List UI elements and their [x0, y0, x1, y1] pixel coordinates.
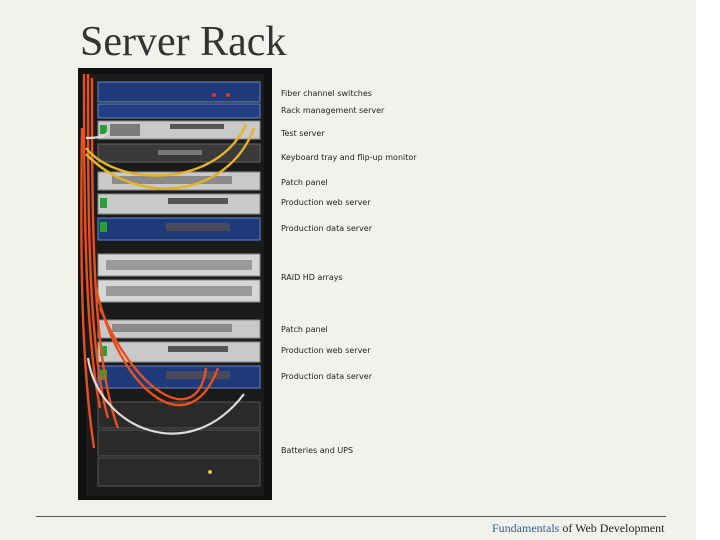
switch-led-2: [226, 93, 230, 97]
fiber-channel-switches: [97, 81, 261, 103]
data-server-top-ports: [166, 223, 230, 231]
yellow-cables: [85, 123, 256, 190]
keyboard-tray-handle: [158, 150, 202, 155]
label-patch-panel-top: Patch panel: [281, 178, 328, 187]
label-rack-management-server: Rack management server: [281, 106, 385, 115]
test-server-green-port: [100, 125, 107, 134]
switch-led-1: [212, 93, 216, 97]
test-server-port-row: [170, 124, 224, 129]
label-patch-panel-bottom: Patch panel: [281, 325, 328, 334]
web-server-bottom-ports: [168, 346, 228, 352]
label-batteries-and-ups: Batteries and UPS: [281, 446, 354, 455]
white-cables: [85, 131, 245, 435]
data-server-bottom-ports: [166, 371, 230, 379]
label-fiber-channel-switches: Fiber channel switches: [281, 89, 372, 98]
label-production-web-server-top: Production web server: [281, 198, 371, 207]
label-test-server: Test server: [281, 129, 325, 138]
label-keyboard-tray: Keyboard tray and flip-up monitor: [281, 153, 417, 162]
fiber-cables: [80, 73, 220, 449]
ups-unit-2: [97, 429, 261, 457]
rack-management-server: [97, 103, 261, 119]
slide-right-strip: [696, 0, 720, 540]
patch-panel-top-ports: [112, 176, 232, 184]
label-production-data-server-top: Production data server: [281, 224, 372, 233]
raid-array-2-drives: [106, 286, 252, 296]
test-server-port-block-1: [110, 124, 140, 136]
web-server-bottom-green-port: [100, 346, 107, 356]
data-server-bottom-green-port: [100, 370, 107, 380]
label-raid-hd-arrays: RAID HD arrays: [281, 273, 343, 282]
slide-title: Server Rack: [80, 19, 287, 65]
footer-divider: [36, 516, 666, 517]
label-production-data-server-bottom: Production data server: [281, 372, 372, 381]
ups-unit-3: [97, 457, 261, 487]
data-server-top-green-port: [100, 222, 107, 232]
web-server-top-green-port: [100, 198, 107, 208]
slide-footer: Fundamentals of Web Development: [492, 521, 664, 536]
ups-led: [208, 470, 212, 474]
footer-highlight: Fundamentals: [492, 521, 560, 535]
server-rack-diagram: [78, 68, 278, 502]
footer-rest: of Web Development: [559, 521, 665, 535]
patch-panel-bottom-ports: [112, 324, 232, 332]
label-production-web-server-bottom: Production web server: [281, 346, 371, 355]
server-rack-drawing: [78, 68, 272, 500]
web-server-top-ports: [168, 198, 228, 204]
raid-array-1-drives: [106, 260, 252, 270]
